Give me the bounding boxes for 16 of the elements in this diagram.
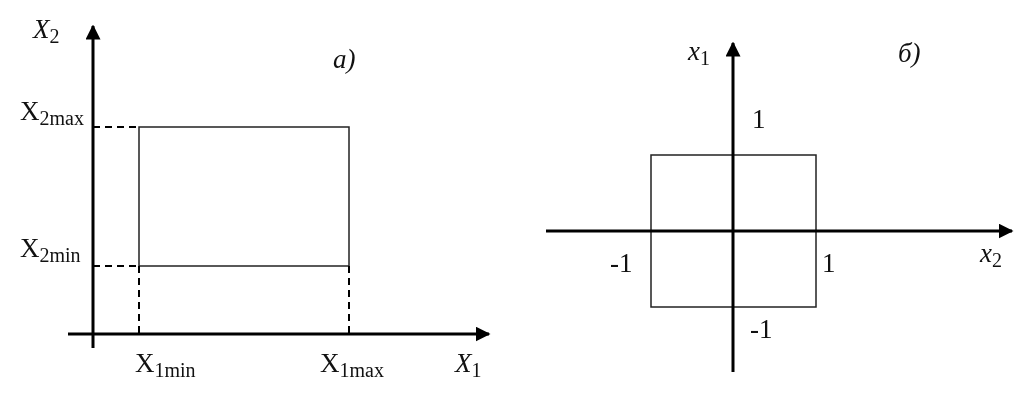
axis-label: X$_{2}$ bbox=[33, 16, 60, 43]
axis-label: x$_{1}$ bbox=[688, 38, 710, 65]
tick-label: -1 bbox=[750, 316, 773, 343]
tick-label: X$_{1min}$ bbox=[135, 350, 196, 377]
tick-label: X$_{2max}$ bbox=[20, 98, 84, 125]
tick-label: X$_{1max}$ bbox=[320, 350, 384, 377]
axis-label: X$_{1}$ bbox=[455, 350, 482, 377]
panel-label: б) bbox=[898, 40, 921, 67]
tick-label: X$_{2min}$ bbox=[20, 235, 81, 262]
tick-label: 1 bbox=[822, 250, 836, 277]
axis-label: x$_{2}$ bbox=[980, 240, 1002, 267]
region-rectangle bbox=[138, 126, 350, 267]
region-square bbox=[650, 154, 817, 308]
tick-label: -1 bbox=[610, 250, 633, 277]
panel-label: a) bbox=[333, 46, 356, 73]
tick-label: 1 bbox=[752, 106, 766, 133]
